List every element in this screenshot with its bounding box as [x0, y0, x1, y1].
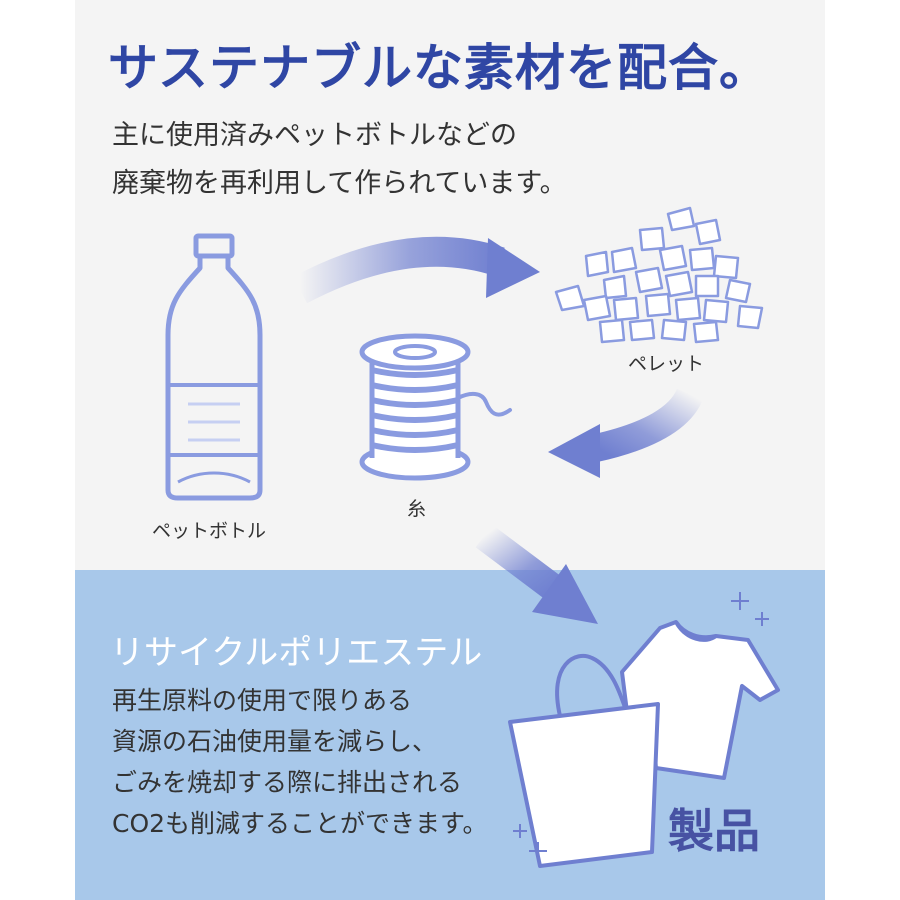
sparkle-icon: [513, 592, 769, 860]
arrow-to-thread: [548, 387, 704, 478]
page-title: サステナブルな素材を配合。: [108, 39, 770, 97]
recycle-description: 再生原料の使用で限りある 資源の石油使用量を減らし、 ごみを焼却する際に排出され…: [112, 680, 488, 844]
thread-label: 糸: [407, 498, 427, 520]
thread-spool-icon: [359, 333, 512, 481]
recycle-desc-line-3: ごみを焼却する際に排出される: [112, 768, 463, 797]
intro-line-2: 廃棄物を再利用して作られています。: [112, 168, 567, 199]
recycle-desc-line-2: 資源の石油使用量を減らし、: [112, 727, 438, 756]
recycle-desc-line-4: CO2も削減することができます。: [112, 809, 488, 838]
recycle-title: リサイクルポリエステル: [110, 633, 483, 673]
bottle-label: ペットボトル: [152, 520, 267, 542]
bottle-icon: [165, 233, 263, 501]
arrow-to-products: [475, 524, 598, 624]
tote-bag-icon: [508, 653, 660, 868]
arrow-to-pellets: [293, 236, 540, 304]
intro-line-1: 主に使用済みペットボトルなどの: [112, 120, 517, 151]
pellet-label: ペレット: [628, 353, 705, 375]
pellets-icon: [554, 206, 764, 344]
intro-text: 主に使用済みペットボトルなどの 廃棄物を再利用して作られています。: [112, 112, 567, 208]
recycle-desc-line-1: 再生原料の使用で限りある: [112, 686, 413, 715]
product-label: 製品: [668, 804, 760, 858]
